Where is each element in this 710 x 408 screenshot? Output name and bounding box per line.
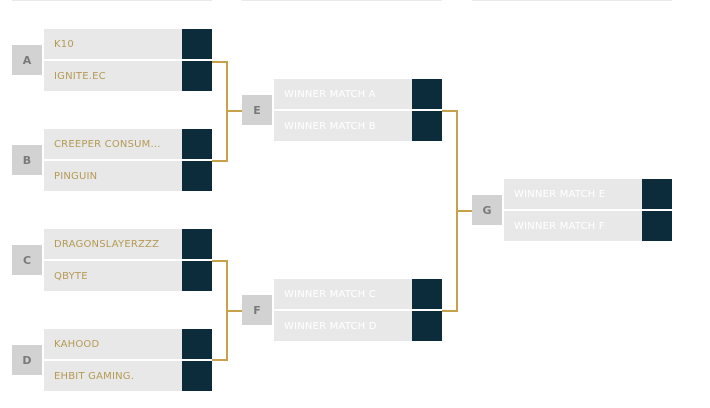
match-g-slot-bottom[interactable]: WINNER MATCH F xyxy=(504,211,672,241)
match-d-slot-top[interactable]: KAHOOD xyxy=(44,329,212,359)
match-f-score-bottom xyxy=(412,311,442,341)
match-d-score-bottom xyxy=(182,361,212,391)
match-b-score-top xyxy=(182,129,212,159)
match-g-team-bottom: WINNER MATCH F xyxy=(504,211,642,241)
match-f-team-top: WINNER MATCH C xyxy=(274,279,412,309)
match-c-score-bottom xyxy=(182,261,212,291)
round-1-divider xyxy=(12,0,212,1)
match-e-score-top xyxy=(412,79,442,109)
match-f-team-bottom: WINNER MATCH D xyxy=(274,311,412,341)
match-a-slot-bottom[interactable]: IGNITE.EC xyxy=(44,61,212,91)
match-g-slot-top[interactable]: WINNER MATCH E xyxy=(504,179,672,209)
match-a-team-bottom[interactable]: IGNITE.EC xyxy=(44,61,182,91)
match-e-team-bottom: WINNER MATCH B xyxy=(274,111,412,141)
match-a-team-top[interactable]: K10 xyxy=(44,29,182,59)
match-b-team-top[interactable]: CREEPER CONSUM... xyxy=(44,129,182,159)
match-d-slot-bottom[interactable]: EHBIT GAMING. xyxy=(44,361,212,391)
match-d-team-top[interactable]: KAHOOD xyxy=(44,329,182,359)
match-c-team-top[interactable]: DRAGONSLAYERZZZ xyxy=(44,229,182,259)
match-d-score-top xyxy=(182,329,212,359)
connector-cd-to-f xyxy=(226,310,242,312)
match-e-slot-bottom[interactable]: WINNER MATCH B xyxy=(274,111,442,141)
round-2-divider xyxy=(242,0,442,1)
match-c-score-top xyxy=(182,229,212,259)
match-c-label: C xyxy=(12,245,42,275)
connector-ab-to-e xyxy=(226,110,242,112)
connector-a-out xyxy=(212,61,228,63)
connector-b-out xyxy=(212,160,228,162)
connector-d-out xyxy=(212,359,228,361)
match-b-score-bottom xyxy=(182,161,212,191)
match-f-label: F xyxy=(242,295,272,325)
match-g-label: G xyxy=(472,195,502,225)
round-3-divider xyxy=(472,0,672,1)
match-e-label: E xyxy=(242,95,272,125)
match-a-score-bottom xyxy=(182,61,212,91)
match-g-score-bottom xyxy=(642,211,672,241)
match-e-team-top: WINNER MATCH A xyxy=(274,79,412,109)
match-c-team-bottom[interactable]: QBYTE xyxy=(44,261,182,291)
match-c-slot-top[interactable]: DRAGONSLAYERZZZ xyxy=(44,229,212,259)
match-f-slot-top[interactable]: WINNER MATCH C xyxy=(274,279,442,309)
match-e-score-bottom xyxy=(412,111,442,141)
match-b-team-bottom[interactable]: PINGUIN xyxy=(44,161,182,191)
match-b-slot-bottom[interactable]: PINGUIN xyxy=(44,161,212,191)
connector-ef-to-g xyxy=(456,210,472,212)
match-a-score-top xyxy=(182,29,212,59)
match-c-slot-bottom[interactable]: QBYTE xyxy=(44,261,212,291)
match-g-team-top: WINNER MATCH E xyxy=(504,179,642,209)
match-a-label: A xyxy=(12,45,42,75)
match-f-slot-bottom[interactable]: WINNER MATCH D xyxy=(274,311,442,341)
match-e-slot-top[interactable]: WINNER MATCH A xyxy=(274,79,442,109)
match-d-label: D xyxy=(12,345,42,375)
connector-c-out xyxy=(212,260,228,262)
match-f-score-top xyxy=(412,279,442,309)
match-b-slot-top[interactable]: CREEPER CONSUM... xyxy=(44,129,212,159)
match-d-team-bottom[interactable]: EHBIT GAMING. xyxy=(44,361,182,391)
match-a-slot-top[interactable]: K10 xyxy=(44,29,212,59)
connector-f-out xyxy=(442,310,458,312)
match-g-score-top xyxy=(642,179,672,209)
connector-e-out xyxy=(442,110,458,112)
match-b-label: B xyxy=(12,145,42,175)
